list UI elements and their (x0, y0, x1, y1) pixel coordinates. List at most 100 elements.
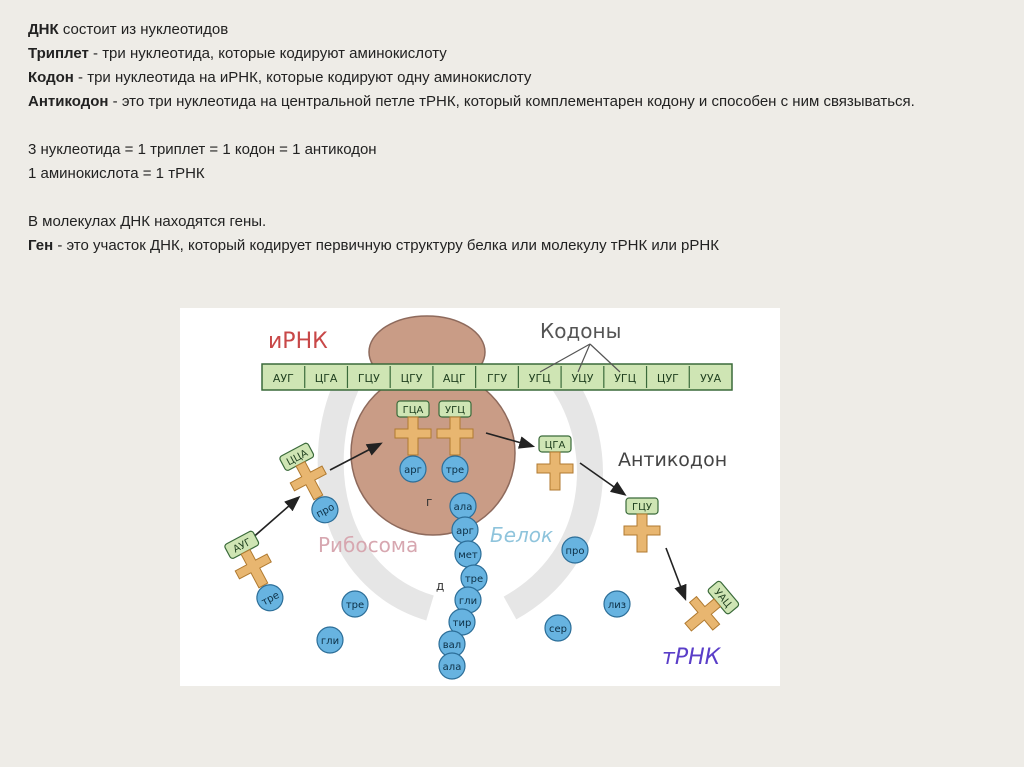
amino-acid-label: вал (443, 640, 461, 651)
trna-body (623, 513, 661, 553)
term-codon: Кодон (28, 69, 74, 86)
amino-acid-ball (603, 590, 631, 618)
amino-acid-ball (341, 590, 369, 618)
amino-acid: про (561, 536, 589, 564)
text-line-5: 3 нуклеотида = 1 триплет = 1 кодон = 1 а… (28, 141, 377, 158)
trna-exit: ЦГА (536, 435, 574, 491)
text-line-1: ДНК состоит из нуклеотидов (28, 21, 229, 38)
codon-label: УГЦ (529, 372, 551, 385)
spacer (28, 114, 998, 138)
slide-text: ДНК состоит из нуклеотидов Триплет - три… (28, 18, 998, 258)
codon: ЦГА (304, 366, 338, 388)
flow-arrow (329, 442, 383, 471)
amino-acid: ала (438, 652, 466, 680)
text-line-6: 1 аминокислота = 1 тРНК (28, 165, 205, 182)
flow-arrow (249, 495, 301, 541)
text-line-4: Антикодон - это три нуклеотида на центра… (28, 93, 915, 110)
codon: ЦУГ (645, 366, 679, 388)
text-line-3: Кодон - три нуклеотида на иРНК, которые … (28, 69, 532, 86)
anticodon-label: Антикодон (618, 449, 727, 471)
trna-body (684, 595, 722, 632)
trna-incoming: ГЦУ (623, 497, 661, 553)
amino-acid-ball (311, 496, 339, 524)
codon-pointer (539, 343, 591, 373)
codon: УЦУ (560, 366, 594, 388)
amino-acid-label: ала (454, 502, 473, 513)
trna-bound2: УГЦ тре (436, 400, 474, 483)
anticodon-label: УГЦ (445, 405, 465, 416)
amino-acid: мет (454, 540, 482, 568)
term-gene: Ген (28, 237, 54, 254)
amino-acid-label: гли (459, 596, 477, 607)
trna-body (234, 548, 272, 589)
amino-acid: ала (449, 492, 477, 520)
codon-label: ЦГА (315, 372, 338, 385)
amino-acid: гли (316, 626, 344, 654)
spacer (28, 186, 998, 210)
anticodon-label: ГЦА (403, 405, 424, 416)
codon-pointer (589, 343, 621, 373)
codon-label: ГЦУ (358, 372, 380, 385)
codon-label: УЦУ (571, 372, 593, 385)
codon-label: АЦГ (443, 372, 466, 385)
codon-label: АУГ (273, 372, 294, 385)
mrna-strip (261, 363, 733, 391)
codon: УУА (688, 366, 722, 388)
trna-body (289, 460, 327, 501)
codon-label: УГЦ (614, 372, 636, 385)
amino-acid: сер (544, 614, 572, 642)
flow-arrow (579, 462, 627, 496)
codons-label: Кодоны (540, 319, 621, 343)
amino-acid-label: тир (453, 618, 472, 629)
amino-acid-ball (438, 652, 466, 680)
ribosome-label: Рибосома (318, 533, 418, 557)
flow-arrow (485, 432, 536, 449)
codon: АЦГ (432, 366, 466, 388)
marker-d: д (436, 579, 444, 593)
amino-acid-ball (544, 614, 572, 642)
amino-acid-label: арг (456, 526, 474, 537)
amino-acid-label: сер (549, 624, 567, 635)
marker-g: г (426, 495, 432, 509)
amino-acid-ball (316, 626, 344, 654)
trna-bottom-right: УАЦ (684, 580, 740, 632)
codon-label: УУА (700, 372, 721, 385)
amino-acid-ball (441, 455, 469, 483)
codon: ГГУ (475, 366, 507, 388)
codon-label: ГГУ (487, 372, 507, 385)
text-line-8: Ген - это участок ДНК, который кодирует … (28, 237, 719, 254)
amino-acid: арг (451, 516, 479, 544)
mrna-label: иРНК (268, 329, 328, 354)
codon-pointer (577, 343, 591, 373)
ribosome-large-subunit (350, 370, 516, 536)
amino-acid-label: тре (346, 600, 364, 611)
term-triplet: Триплет (28, 45, 89, 62)
anticodon-label: ГЦУ (632, 502, 652, 513)
amino-acid: тре (460, 564, 488, 592)
amino-acid: тре (341, 590, 369, 618)
text-line-2: Триплет - три нуклеотида, которые кодиру… (28, 45, 447, 62)
amino-acid-label: арг (404, 465, 422, 476)
anticodon-label: ЦГА (545, 440, 566, 451)
amino-acid-ball (561, 536, 589, 564)
codon-label: ЦУГ (657, 372, 679, 385)
codon: ГЦУ (346, 366, 380, 388)
trna-body (394, 416, 432, 456)
codon: УГЦ (517, 366, 551, 388)
codon: УГЦ (603, 366, 637, 388)
term-dna: ДНК (28, 21, 59, 38)
amino-acid-label: гли (321, 636, 339, 647)
amino-acid-label: тре (465, 574, 483, 585)
trna-bound1: ГЦА арг (394, 400, 432, 483)
amino-acid-label: про (565, 546, 584, 557)
amino-acid: лиз (603, 590, 631, 618)
term-anticodon: Антикодон (28, 93, 109, 110)
codon: АУГ (273, 372, 294, 385)
amino-acid-label: тре (446, 465, 464, 476)
